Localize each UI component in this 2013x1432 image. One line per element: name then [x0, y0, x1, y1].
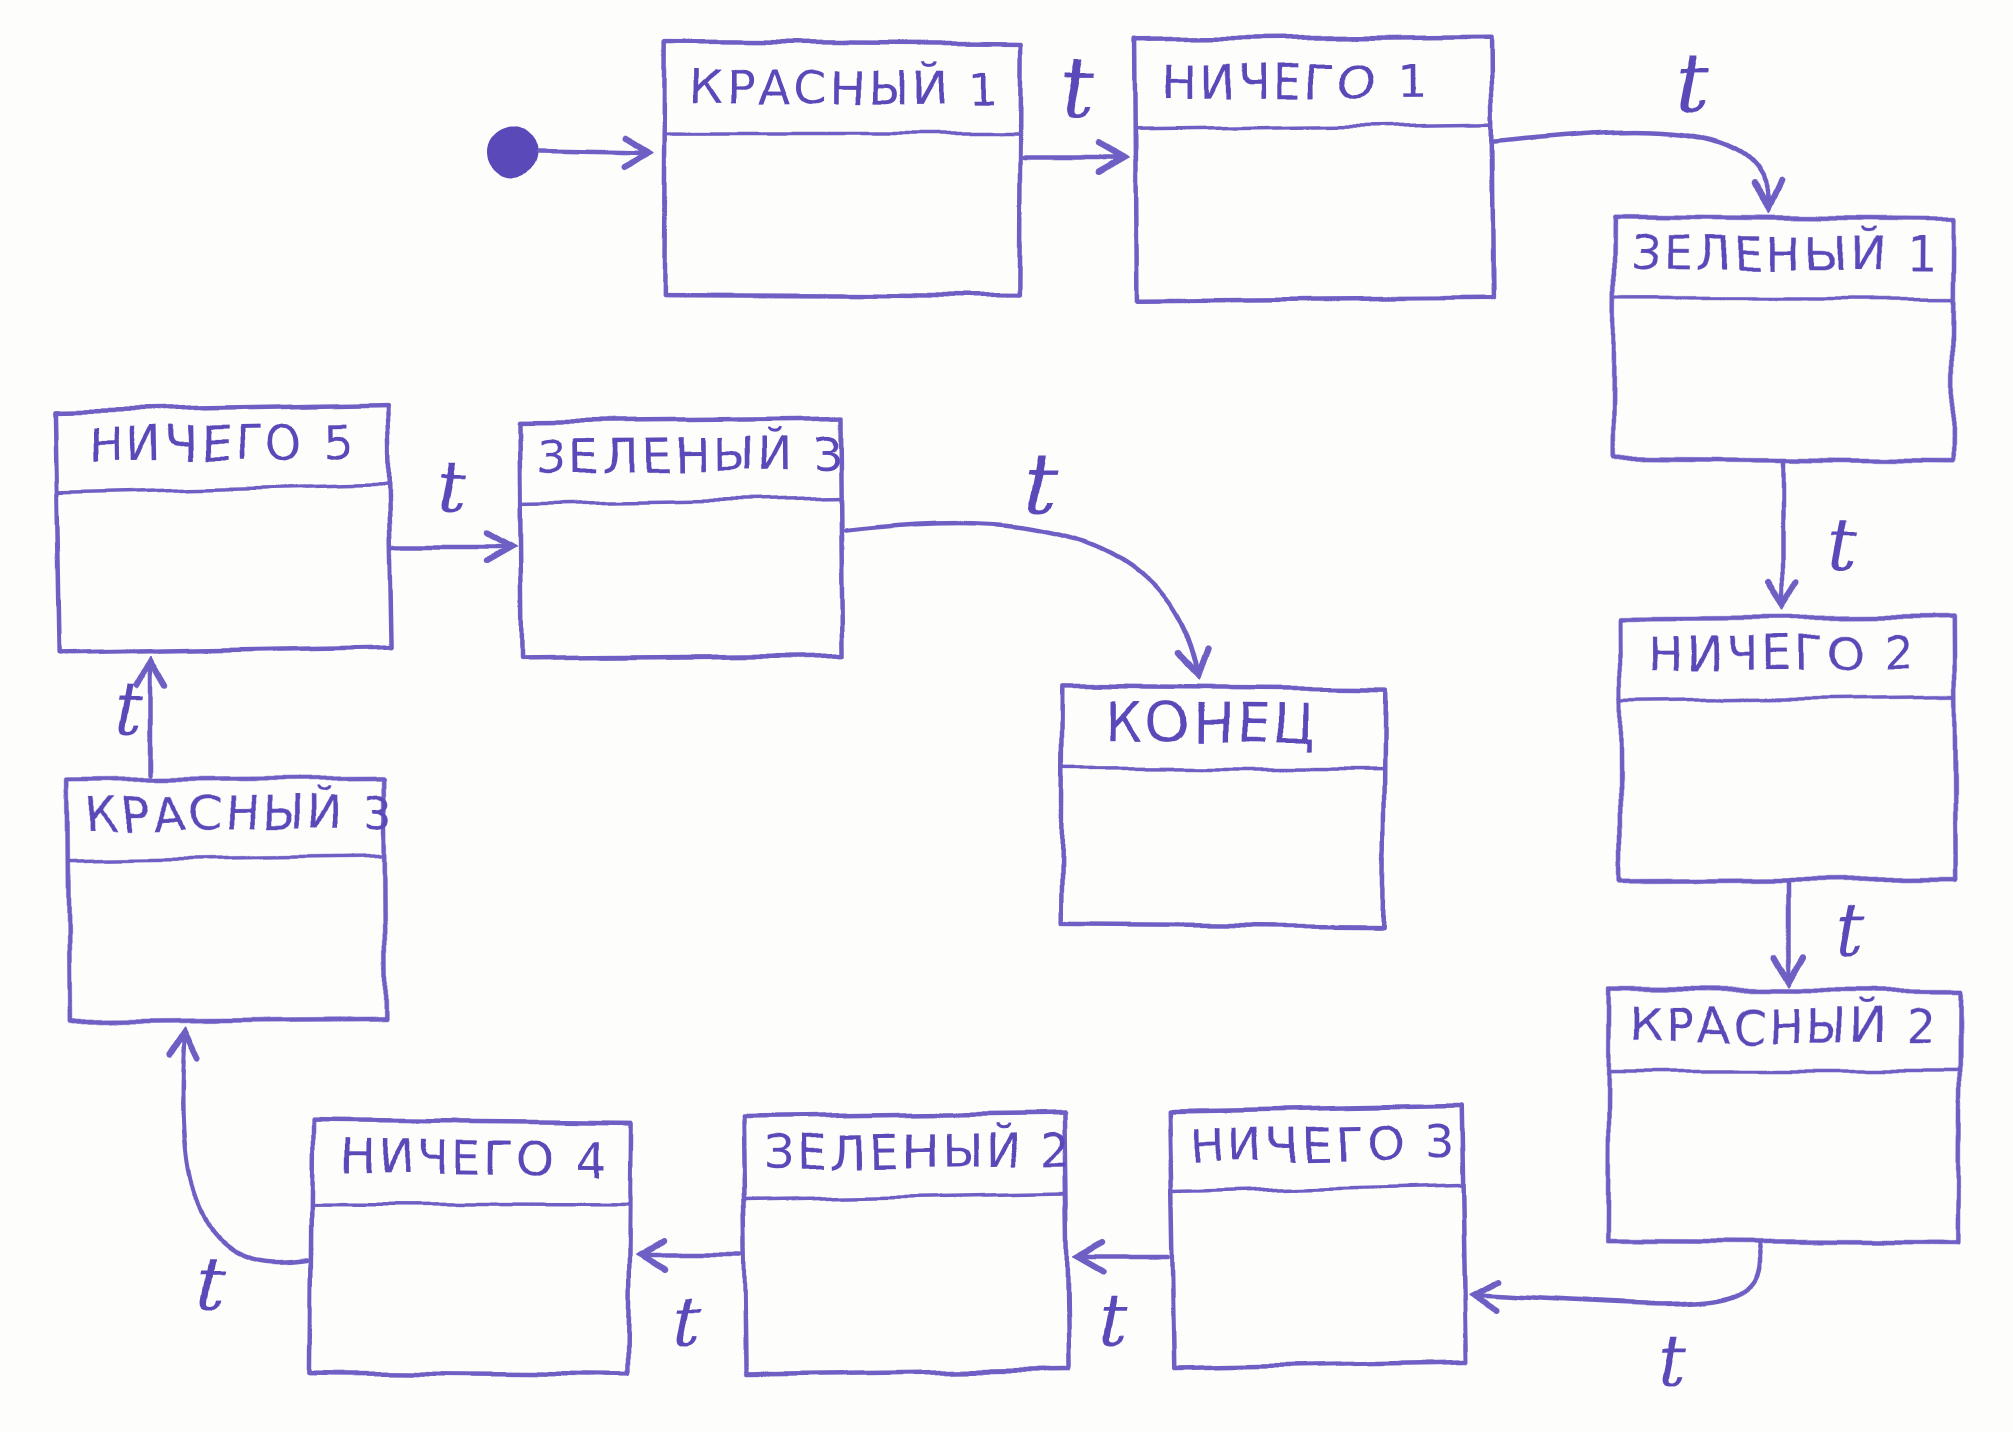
transition-green3-end: t: [843, 434, 1197, 672]
state-box: [741, 1110, 1071, 1377]
transition-red1-none1: t: [1021, 40, 1120, 158]
transition-arrow: [184, 1035, 311, 1265]
state-green-1: ЗЕЛЕНЫЙ 1: [1609, 214, 1957, 464]
state-red-3: КРАСНЫЙ 3: [64, 774, 396, 1024]
title-separator: [517, 496, 844, 506]
state-box: [1605, 986, 1963, 1246]
state-label: НИЧЕГО 5: [88, 415, 356, 475]
state-box: [662, 38, 1023, 299]
transition-green2-none4: t: [644, 1254, 744, 1363]
state-box: [53, 402, 395, 656]
transition-label: t: [1098, 1278, 1128, 1362]
state-label: НИЧЕГО 3: [1190, 1115, 1458, 1175]
state-label: КРАСНЫЙ 2: [1628, 998, 1939, 1055]
state-none-3: НИЧЕГО 3: [1167, 1103, 1469, 1370]
state-label: КОНЕЦ: [1105, 691, 1318, 755]
transition-red2-none3: t: [1478, 1241, 1764, 1402]
initial-state-dot: [486, 125, 538, 177]
transition-arrow: [1478, 1241, 1764, 1304]
state-box: [64, 774, 389, 1024]
transition-arrow: [843, 520, 1197, 672]
transition-label: t: [672, 1279, 702, 1363]
title-separator: [55, 483, 392, 495]
state-none-1: НИЧЕГО 1: [1131, 34, 1496, 304]
transition-none4-red3: t: [184, 1035, 311, 1325]
state-label: ЗЕЛЕНЫЙ 1: [1630, 226, 1939, 283]
title-separator: [1617, 695, 1957, 703]
title-separator: [1606, 1069, 1962, 1073]
state-none-4: НИЧЕГО 4: [308, 1118, 633, 1378]
title-separator: [1060, 767, 1387, 771]
state-label: КРАСНЫЙ 3: [85, 786, 396, 843]
state-red-2: КРАСНЫЙ 2: [1605, 986, 1963, 1246]
transition-label: t: [1658, 1318, 1688, 1402]
transition-none1-green1: t: [1492, 34, 1770, 205]
state-green-3: ЗЕЛЕНЫЙ 3: [516, 416, 846, 661]
state-none-2: НИЧЕГО 2: [1617, 614, 1958, 884]
title-separator: [663, 132, 1022, 136]
transition-label: t: [436, 445, 466, 529]
state-label: НИЧЕГО 4: [341, 1131, 608, 1188]
transition-label: t: [1828, 503, 1858, 587]
transition-red3-none5: t: [116, 665, 152, 777]
state-red-1: КРАСНЫЙ 1: [662, 38, 1023, 299]
title-separator: [65, 855, 387, 863]
title-separator: [1132, 123, 1494, 132]
title-separator: [1169, 1183, 1465, 1195]
transition-label: t: [1675, 34, 1709, 132]
transition-label: t: [1836, 888, 1866, 972]
state-label: НИЧЕГО 2: [1649, 626, 1916, 682]
transition-label: t: [116, 668, 146, 752]
title-separator: [1611, 297, 1956, 301]
state-green-2: ЗЕЛЕНЫЙ 2: [741, 1110, 1074, 1377]
title-separator: [742, 1192, 1069, 1202]
state-label: НИЧЕГО 1: [1161, 54, 1428, 111]
transition-label: t: [1061, 40, 1095, 138]
transition-none3-green2: t: [1082, 1257, 1171, 1362]
state-label: ЗЕЛЕНЫЙ 3: [537, 428, 846, 486]
transition-label: t: [1025, 434, 1059, 532]
initial-state-marker: [486, 125, 645, 177]
transition-none5-green3: t: [389, 445, 508, 547]
state-box: [1167, 1103, 1469, 1370]
state-box: [308, 1118, 633, 1378]
state-end: КОНЕЦ: [1058, 684, 1388, 929]
state-box: [1058, 684, 1388, 929]
state-label: ЗЕЛЕНЫЙ 2: [765, 1123, 1074, 1182]
transition-arrow: [1492, 129, 1770, 205]
state-label: КРАСНЫЙ 1: [690, 60, 1001, 117]
state-none-5: НИЧЕГО 5: [53, 402, 395, 656]
transition-none2-red2: t: [1789, 879, 1866, 978]
title-separator: [310, 1201, 632, 1207]
transition-green1-none2: t: [1783, 459, 1858, 602]
state-box: [516, 416, 846, 661]
state-box: [1131, 34, 1496, 304]
transition-arrow: [535, 151, 645, 153]
transition-label: t: [196, 1241, 226, 1325]
